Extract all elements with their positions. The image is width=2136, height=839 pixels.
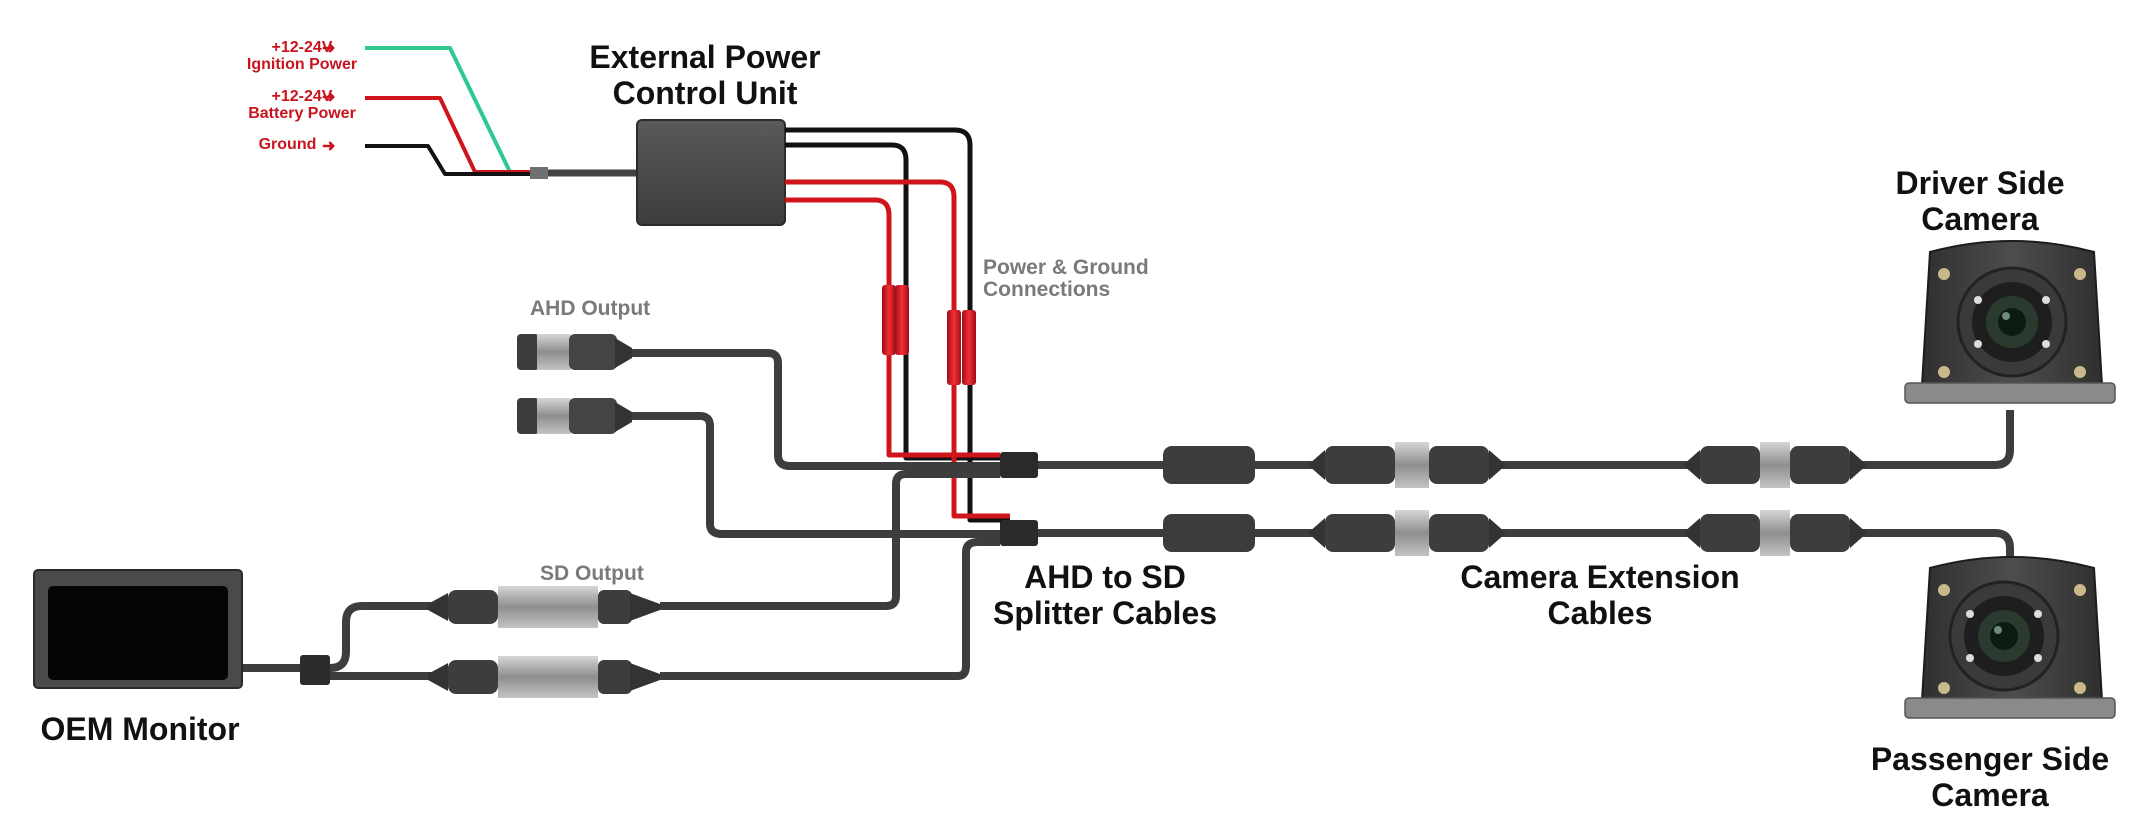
sd-output-connectors xyxy=(300,586,660,698)
ahd-output-label: AHD Output xyxy=(530,297,651,320)
ground-name: Ground xyxy=(258,136,317,153)
battery-name: Battery Power xyxy=(248,104,356,122)
passenger-line2: Camera xyxy=(1931,776,2049,813)
power-ground-label: Power & Ground Connections xyxy=(983,256,1149,302)
power-control-unit-label: External Power Control Unit xyxy=(545,39,865,112)
wire-junction xyxy=(530,167,548,179)
driver-side-camera xyxy=(1904,240,2116,404)
power-input-wires xyxy=(365,46,640,179)
power-ground-line1: Power & Ground xyxy=(983,256,1149,279)
driver-line2: Camera xyxy=(1921,200,2039,237)
power-control-unit xyxy=(636,119,786,226)
power-unit-line1: External Power xyxy=(589,39,821,75)
extension-label: Camera Extension Cables xyxy=(1440,559,1760,632)
extension-line2: Cables xyxy=(1547,594,1653,631)
camera-run-cables xyxy=(1038,410,2014,560)
ground-wire xyxy=(365,144,530,176)
arrow-right-icon: ➜ xyxy=(322,89,336,106)
ignition-label: +12-24V Ignition Power xyxy=(232,39,372,74)
driver-line1: Driver Side xyxy=(1895,165,2065,201)
ground-label: Ground xyxy=(250,136,325,154)
ahd-output-connectors xyxy=(517,334,632,434)
driver-camera-label: Driver Side Camera xyxy=(1860,165,2100,238)
battery-label: +12-24V Battery Power xyxy=(232,88,372,123)
splitter-line1: AHD to SD xyxy=(1024,559,1186,595)
passenger-side-camera xyxy=(1904,556,2116,719)
ignition-wire xyxy=(365,46,560,174)
ignition-voltage: +12-24V xyxy=(271,39,333,56)
passenger-camera-label: Passenger Side Camera xyxy=(1855,741,2125,814)
monitor-label: OEM Monitor xyxy=(40,711,240,747)
power-ground-line2: Connections xyxy=(983,278,1111,302)
arrow-right-icon: ➜ xyxy=(322,40,336,57)
ahd-output-cables xyxy=(600,349,1010,538)
ignition-name: Ignition Power xyxy=(246,55,358,73)
arrow-right-icon: ➜ xyxy=(322,138,336,155)
splitter-junctions xyxy=(1000,452,1038,546)
battery-voltage: +12-24V xyxy=(271,88,333,105)
passenger-line1: Passenger Side xyxy=(1870,741,2110,777)
battery-wire xyxy=(365,96,540,174)
splitter-label: AHD to SD Splitter Cables xyxy=(960,559,1250,632)
splitter-line2: Splitter Cables xyxy=(992,594,1218,631)
power-unit-line2: Control Unit xyxy=(612,74,798,111)
sd-output-label: SD Output xyxy=(540,562,644,585)
extension-line1: Camera Extension xyxy=(1460,559,1740,595)
power-output-wires xyxy=(785,127,1010,523)
extension-cable-connectors xyxy=(1163,442,1867,556)
oem-monitor xyxy=(33,569,243,689)
butt-splice-connectors xyxy=(882,285,976,385)
